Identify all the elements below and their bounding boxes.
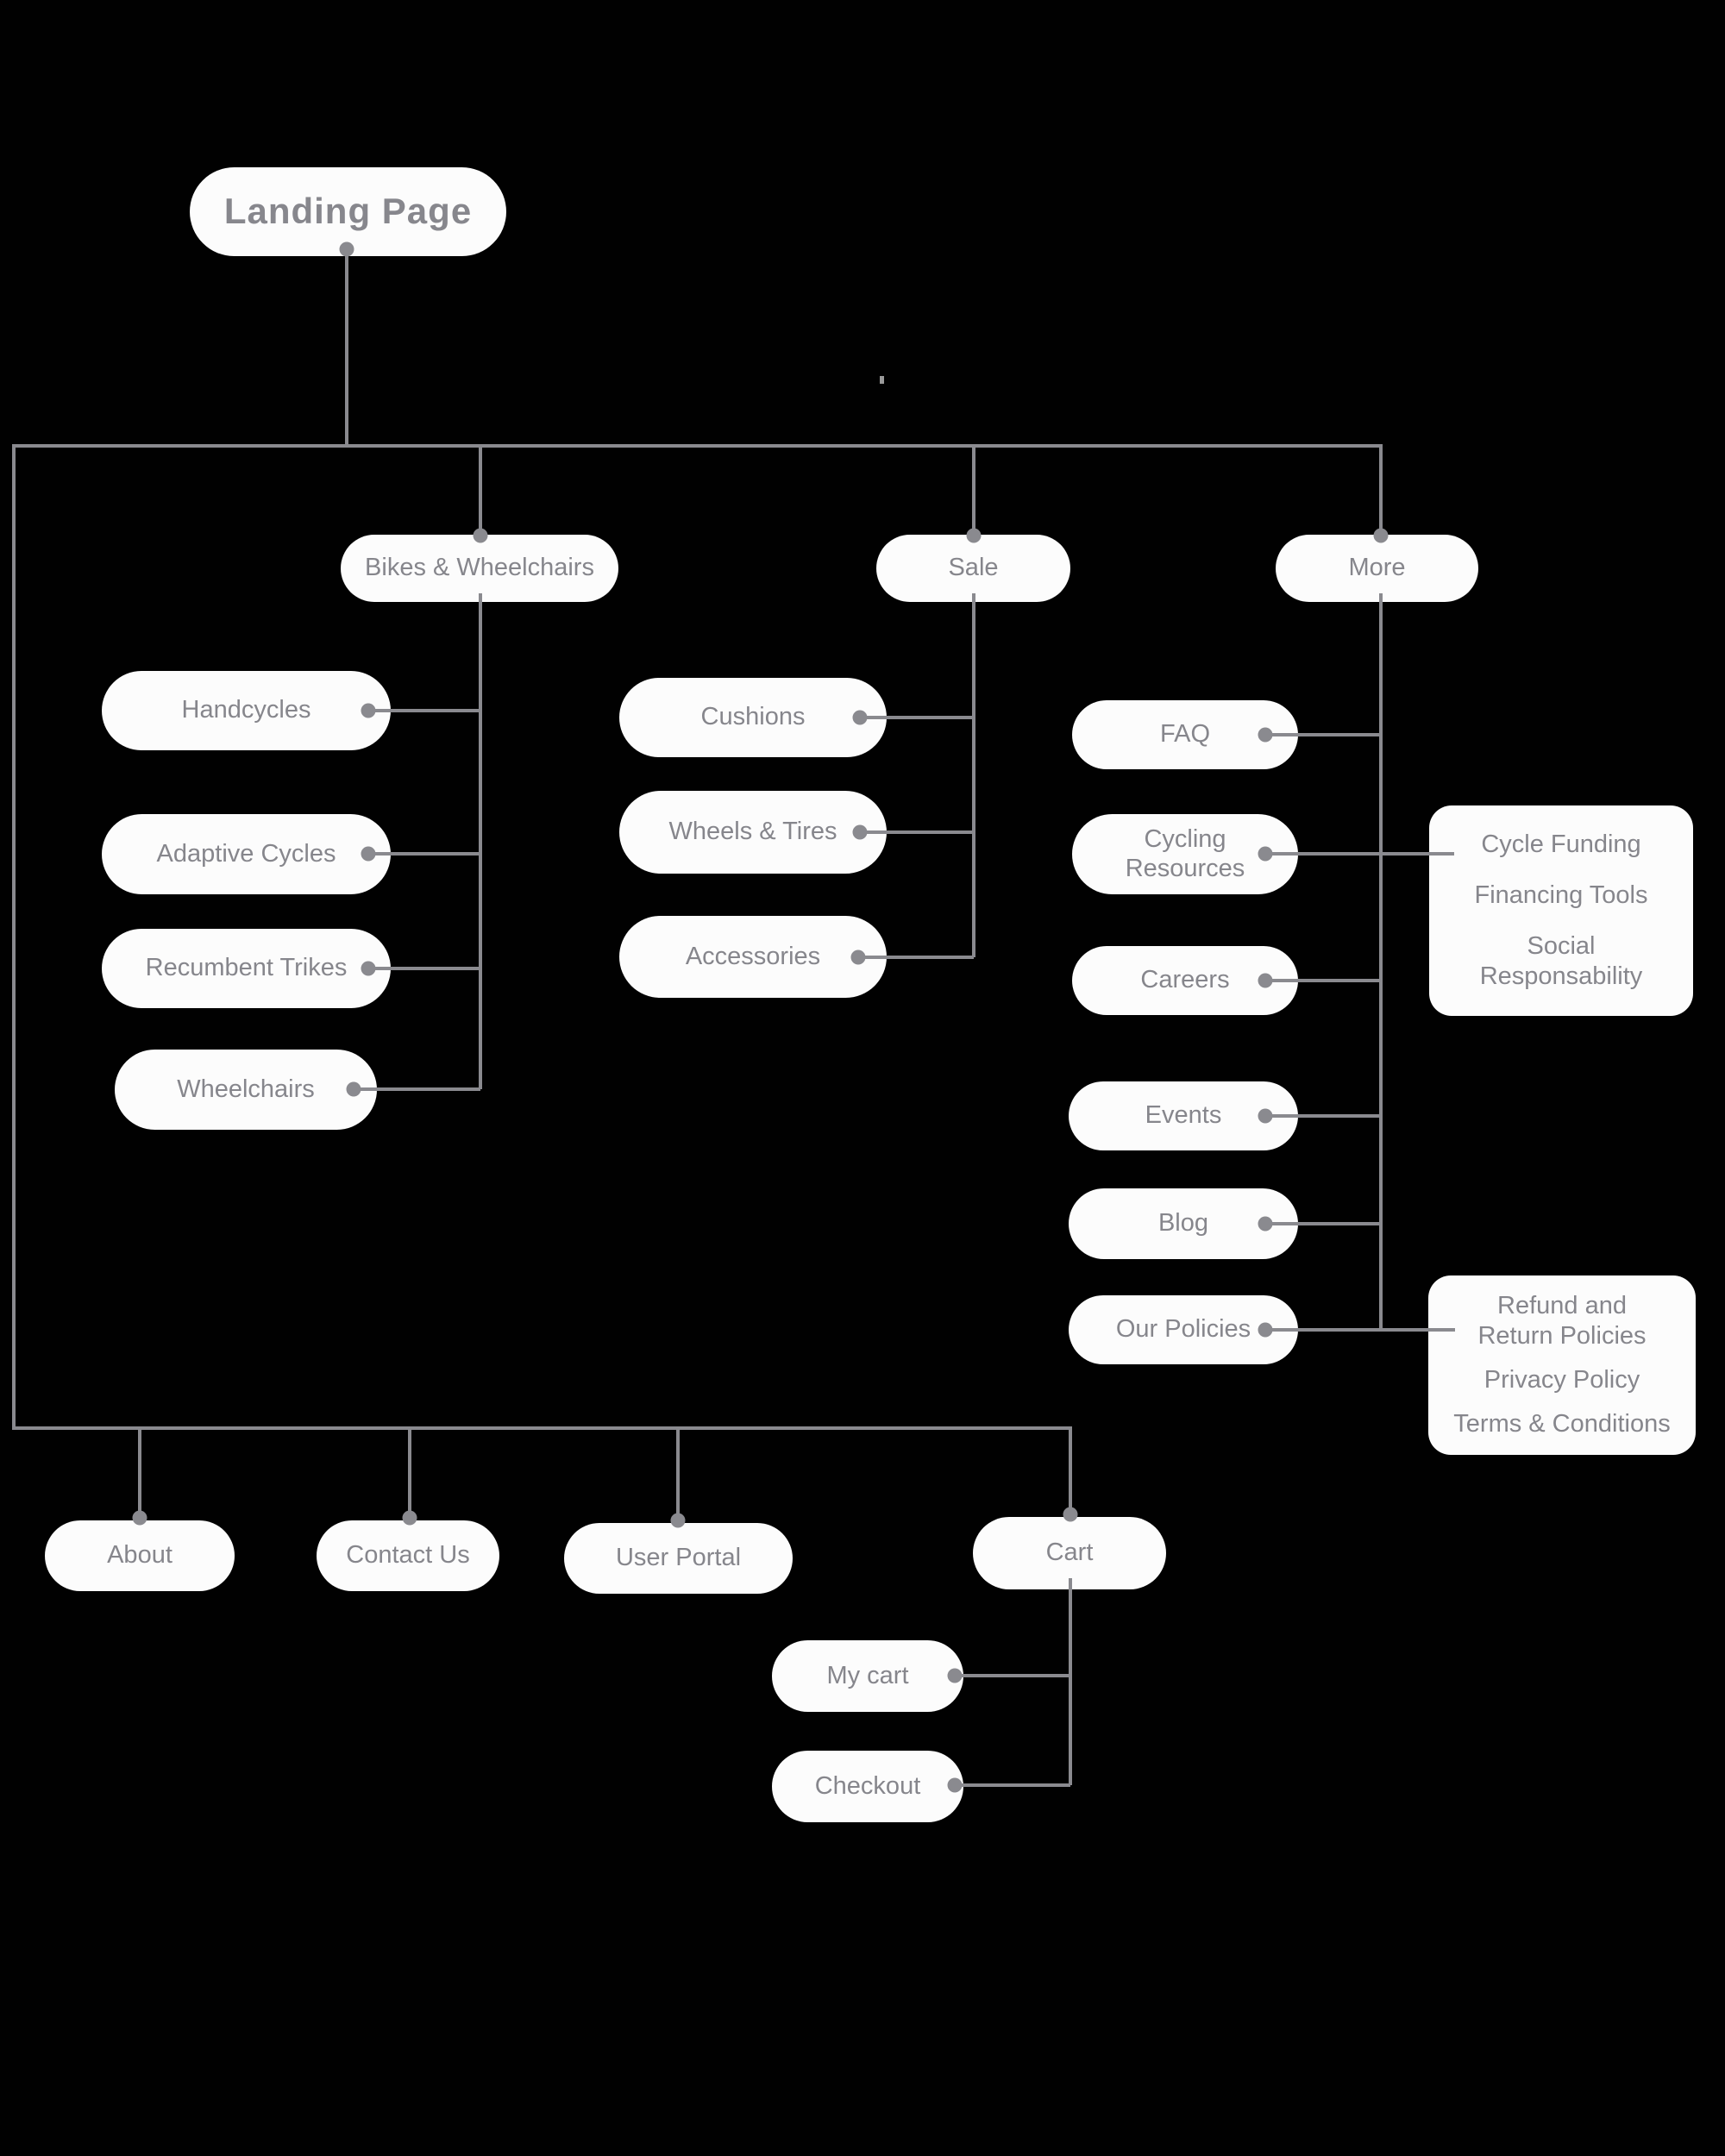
node-careers[interactable]: Careers [1072,946,1298,1015]
node-label: Events [1145,1101,1222,1130]
node-label: Careers [1140,966,1230,994]
node-sale[interactable]: Sale [876,535,1070,602]
node-bikes-wheelchairs[interactable]: Bikes & Wheelchairs [341,535,618,602]
node-my-cart[interactable]: My cart [772,1640,963,1712]
node-adaptive-cycles[interactable]: Adaptive Cycles [102,814,391,894]
node-recumbent-trikes[interactable]: Recumbent Trikes [102,929,391,1008]
node-cart[interactable]: Cart [973,1517,1166,1589]
node-label: Cycling Resources [1125,825,1245,882]
group-item-cycle-funding: Cycle Funding [1481,830,1641,859]
node-label: Cushions [700,703,806,731]
group-item-privacy-policy: Privacy Policy [1484,1366,1640,1394]
node-more[interactable]: More [1276,535,1478,602]
node-blog[interactable]: Blog [1069,1188,1298,1259]
node-checkout[interactable]: Checkout [772,1751,963,1822]
node-cushions[interactable]: Cushions [619,678,887,757]
group-item-refund-return-policies: Refund and Return Policies [1477,1292,1647,1351]
node-label: Adaptive Cycles [156,839,336,868]
node-label: User Portal [615,1544,742,1572]
node-events[interactable]: Events [1069,1081,1298,1150]
node-our-policies[interactable]: Our Policies [1069,1295,1298,1364]
node-faq[interactable]: FAQ [1072,700,1298,769]
node-label: Recumbent Trikes [145,954,348,982]
node-label: FAQ [1159,720,1210,749]
node-label: More [1348,554,1406,582]
node-label: Landing Page [223,191,473,232]
node-label: Contact Us [346,1541,470,1570]
node-contact-us[interactable]: Contact Us [317,1520,499,1591]
cycling-resources-group-box[interactable]: Cycle Funding Financing Tools Social Res… [1429,805,1693,1016]
stray-mark [880,376,884,384]
node-user-portal[interactable]: User Portal [564,1523,793,1594]
node-cycling-resources[interactable]: Cycling Resources [1072,814,1298,894]
node-label: Checkout [814,1771,921,1800]
node-handcycles[interactable]: Handcycles [102,671,391,750]
node-label: Bikes & Wheelchairs [365,554,594,582]
node-label: About [107,1541,172,1570]
our-policies-group-box[interactable]: Refund and Return Policies Privacy Polic… [1428,1275,1696,1455]
node-label: Handcycles [181,696,311,724]
node-about[interactable]: About [45,1520,235,1591]
node-label: Accessories [685,942,821,970]
node-label: Wheels & Tires [668,818,837,846]
node-label: Blog [1157,1209,1209,1238]
node-label: My cart [826,1661,909,1689]
node-landing-page[interactable]: Landing Page [190,167,506,256]
group-item-financing-tools: Financing Tools [1474,881,1648,910]
node-wheelchairs[interactable]: Wheelchairs [115,1050,377,1130]
node-wheels-tires[interactable]: Wheels & Tires [619,791,887,874]
group-item-terms-conditions: Terms & Conditions [1453,1409,1671,1438]
node-label: Cart [1045,1539,1094,1567]
node-label: Wheelchairs [177,1075,315,1103]
node-label: Our Policies [1115,1315,1251,1344]
node-accessories[interactable]: Accessories [619,916,887,998]
node-label: Sale [948,554,999,582]
group-item-social-responsability: Social Responsability [1479,932,1643,990]
